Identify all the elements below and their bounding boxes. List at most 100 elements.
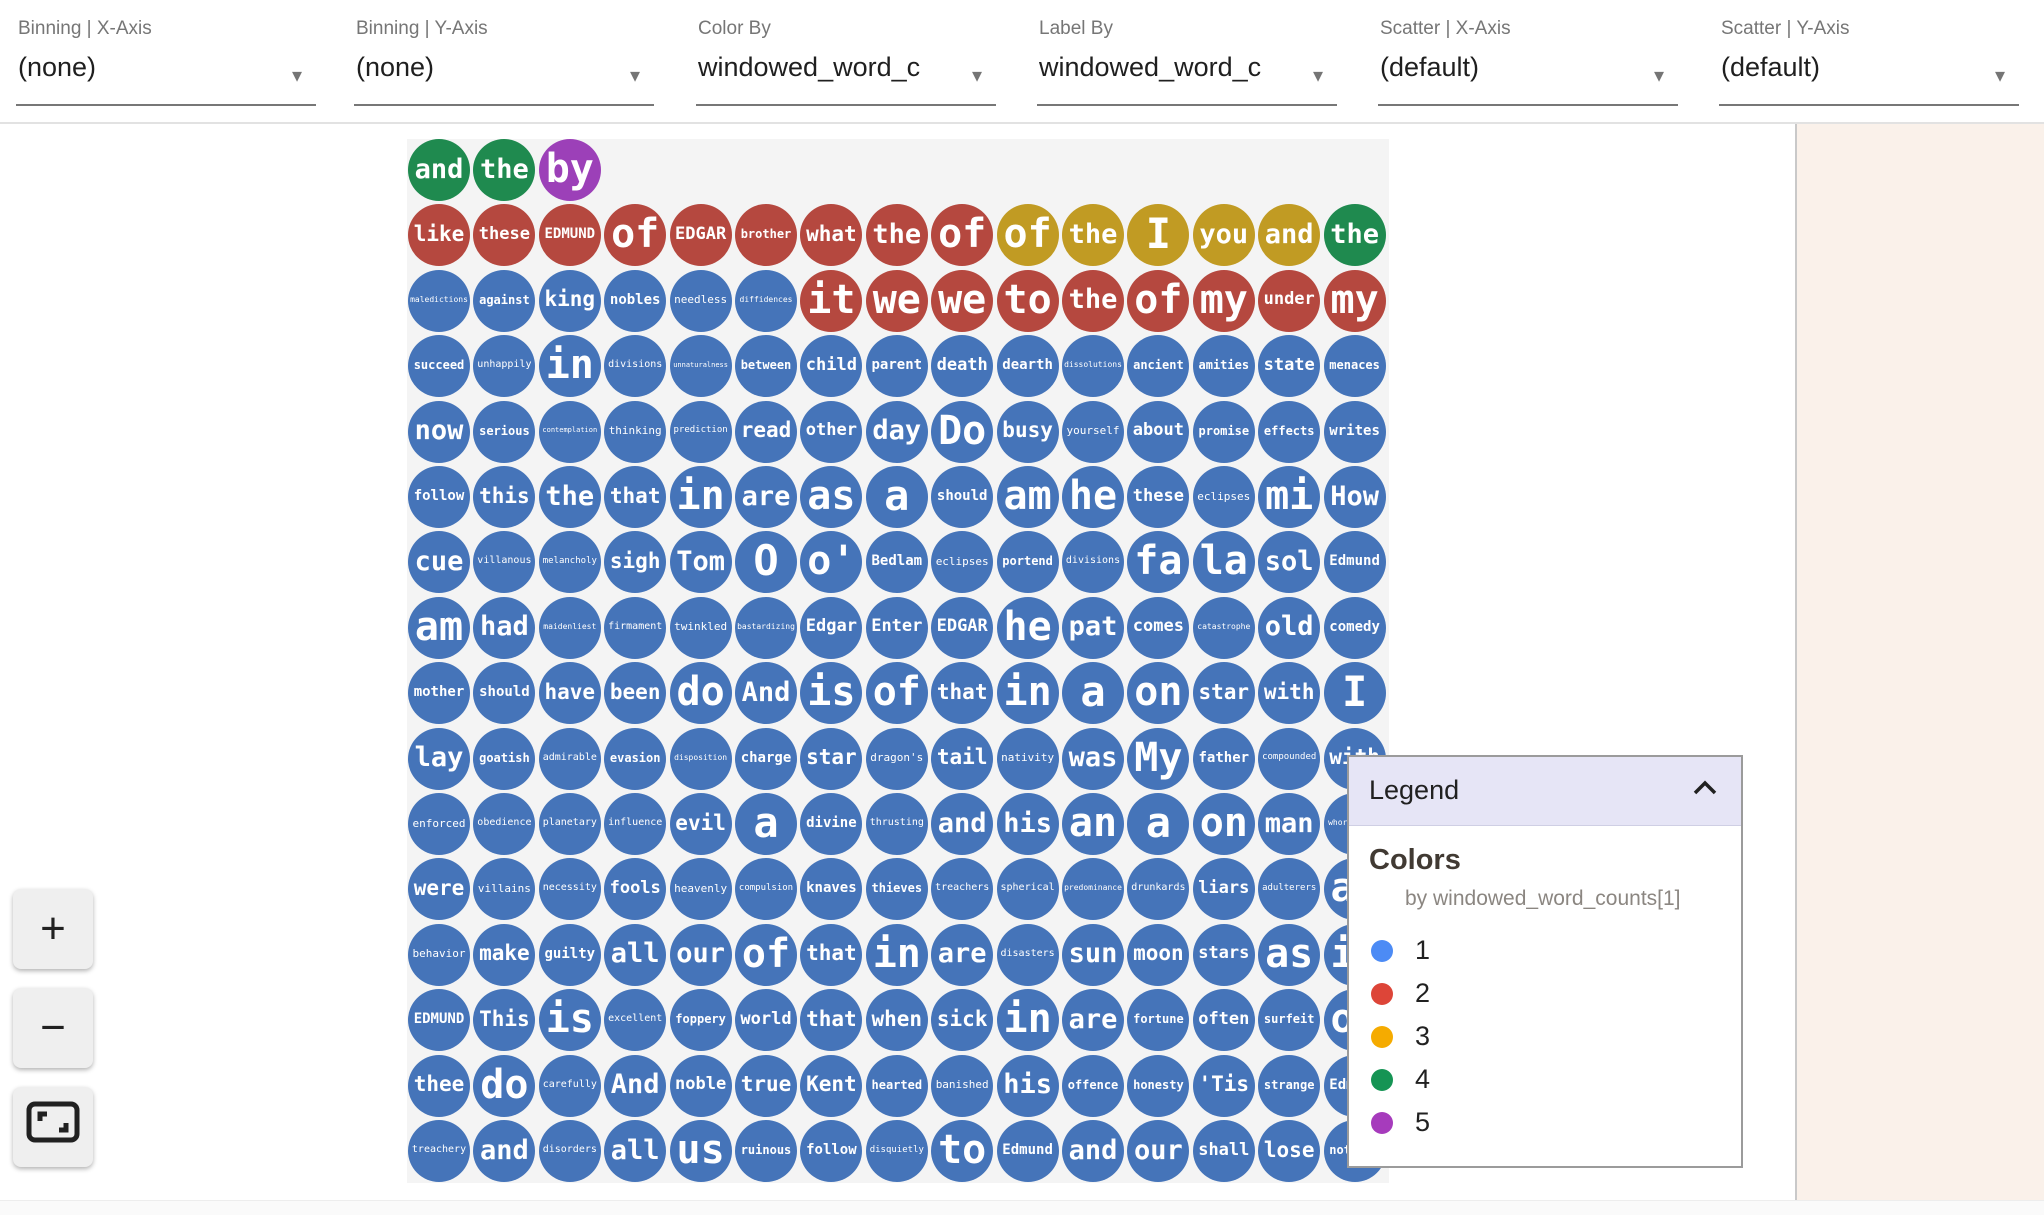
word-circle[interactable]: to (996, 269, 1059, 332)
word-circle[interactable]: the (865, 204, 928, 267)
word-circle[interactable]: star (1192, 662, 1255, 725)
word-circle[interactable]: liars (1192, 858, 1255, 921)
word-circle[interactable]: bastardizing (735, 596, 797, 659)
word-circle[interactable]: in (996, 989, 1059, 1052)
word-circle[interactable]: excellent (604, 989, 667, 1052)
word-circle[interactable]: dragon's (865, 727, 928, 790)
word-circle[interactable]: we (865, 269, 928, 332)
word-circle[interactable]: and (1062, 1120, 1124, 1182)
word-circle[interactable]: EDMUND (408, 989, 470, 1052)
word-circle[interactable]: guilty (538, 923, 601, 986)
word-circle[interactable]: the (473, 139, 536, 201)
word-circle[interactable]: under (1258, 269, 1321, 332)
word-circle[interactable]: the (1062, 204, 1124, 267)
word-circle[interactable]: obedience (473, 793, 536, 855)
word-circle[interactable]: strange (1258, 1054, 1321, 1117)
word-circle[interactable]: had (473, 596, 536, 659)
word-circle[interactable]: these (473, 204, 536, 267)
word-circle[interactable]: contemplation (538, 400, 601, 463)
word-circle[interactable]: evil (669, 793, 732, 855)
word-circle[interactable]: dissolutions (1062, 335, 1124, 398)
word-circle[interactable]: his (996, 793, 1059, 855)
word-circle[interactable]: needless (669, 269, 732, 332)
word-circle[interactable]: lose (1258, 1120, 1321, 1182)
word-circle[interactable]: tail (931, 727, 994, 790)
word-circle[interactable]: honesty (1127, 1054, 1190, 1117)
word-circle[interactable]: in (538, 335, 601, 398)
legend-item[interactable]: 1 (1369, 929, 1741, 972)
word-circle[interactable]: And (735, 662, 797, 725)
word-circle[interactable]: nobles (604, 269, 667, 332)
word-circle[interactable]: child (800, 335, 863, 398)
word-circle[interactable]: to (931, 1120, 994, 1182)
word-circle[interactable]: my (1323, 269, 1386, 332)
word-circle[interactable]: compulsion (735, 858, 797, 921)
word-circle[interactable]: behavior (408, 923, 470, 986)
scatter-x-axis-dropdown[interactable]: Scatter | X-Axis (default) ▾ (1378, 0, 1678, 120)
word-circle[interactable]: was (1062, 727, 1124, 790)
word-circle[interactable]: and (408, 139, 470, 201)
word-circle[interactable]: succeed (408, 335, 470, 398)
word-circle[interactable]: do (669, 662, 732, 725)
word-circle[interactable]: pat (1062, 596, 1124, 659)
word-circle[interactable]: old (1258, 596, 1321, 659)
word-circle[interactable]: and (1258, 204, 1321, 267)
word-circle[interactable]: offence (1062, 1054, 1124, 1117)
word-circle[interactable]: are (735, 466, 797, 528)
word-circle[interactable]: maidenliest (538, 596, 601, 659)
word-circle[interactable]: of (1127, 269, 1190, 332)
legend-item[interactable]: 3 (1369, 1015, 1741, 1058)
word-circle[interactable]: read (735, 400, 797, 463)
word-circle[interactable]: Do (931, 400, 994, 463)
word-circle[interactable]: maledictions (408, 269, 470, 332)
word-circle[interactable]: all (604, 923, 667, 986)
word-circle[interactable]: spherical (996, 858, 1059, 921)
word-circle[interactable]: Kent (800, 1054, 863, 1117)
word-circle[interactable]: of (996, 204, 1059, 267)
word-circle[interactable]: do (473, 1054, 536, 1117)
word-circle[interactable]: now (408, 400, 470, 463)
word-circle[interactable]: busy (996, 400, 1059, 463)
word-circle[interactable]: O (735, 531, 797, 594)
word-circle[interactable]: thrusting (865, 793, 928, 855)
word-circle[interactable]: he (996, 596, 1059, 659)
word-circle[interactable]: foppery (669, 989, 732, 1052)
word-circle[interactable]: on (1127, 662, 1190, 725)
word-circle[interactable]: Enter (865, 596, 928, 659)
word-circle[interactable]: knaves (800, 858, 863, 921)
word-circle[interactable]: all (604, 1120, 667, 1182)
word-circle[interactable]: by (538, 139, 601, 201)
scatter-y-axis-dropdown[interactable]: Scatter | Y-Axis (default) ▾ (1719, 0, 2019, 120)
word-circle[interactable]: day (865, 400, 928, 463)
word-circle[interactable]: enforced (408, 793, 470, 855)
word-circle[interactable]: sigh (604, 531, 667, 594)
word-circle[interactable]: and (931, 793, 994, 855)
word-circle[interactable]: amities (1192, 335, 1255, 398)
word-circle[interactable]: I (1323, 662, 1386, 725)
word-circle[interactable]: predominance (1062, 858, 1124, 921)
word-circle[interactable]: ruinous (735, 1120, 797, 1182)
word-circle[interactable]: are (931, 923, 994, 986)
word-circle[interactable]: heavenly (669, 858, 732, 921)
word-circle[interactable]: father (1192, 727, 1255, 790)
word-circle[interactable]: Edmund (1323, 531, 1386, 594)
binning-y-axis-dropdown[interactable]: Binning | Y-Axis (none) ▾ (354, 0, 654, 120)
word-circle[interactable]: sol (1258, 531, 1321, 594)
word-circle[interactable]: as (1258, 923, 1321, 986)
word-circle[interactable]: sun (1062, 923, 1124, 986)
word-circle[interactable]: diffidences (735, 269, 797, 332)
word-circle[interactable]: 'Tis (1192, 1054, 1255, 1117)
word-circle[interactable]: that (931, 662, 994, 725)
word-circle[interactable]: should (931, 466, 994, 528)
word-circle[interactable]: villains (473, 858, 536, 921)
word-circle[interactable]: king (538, 269, 601, 332)
word-circle[interactable]: And (604, 1054, 667, 1117)
word-circle[interactable]: My (1127, 727, 1190, 790)
word-circle[interactable]: as (800, 466, 863, 528)
word-circle[interactable]: comes (1127, 596, 1190, 659)
word-circle[interactable]: follow (408, 466, 470, 528)
word-circle[interactable]: catastrophe (1192, 596, 1255, 659)
word-circle[interactable]: us (669, 1120, 732, 1182)
word-circle[interactable]: menaces (1323, 335, 1386, 398)
word-circle[interactable]: twinkled (669, 596, 732, 659)
